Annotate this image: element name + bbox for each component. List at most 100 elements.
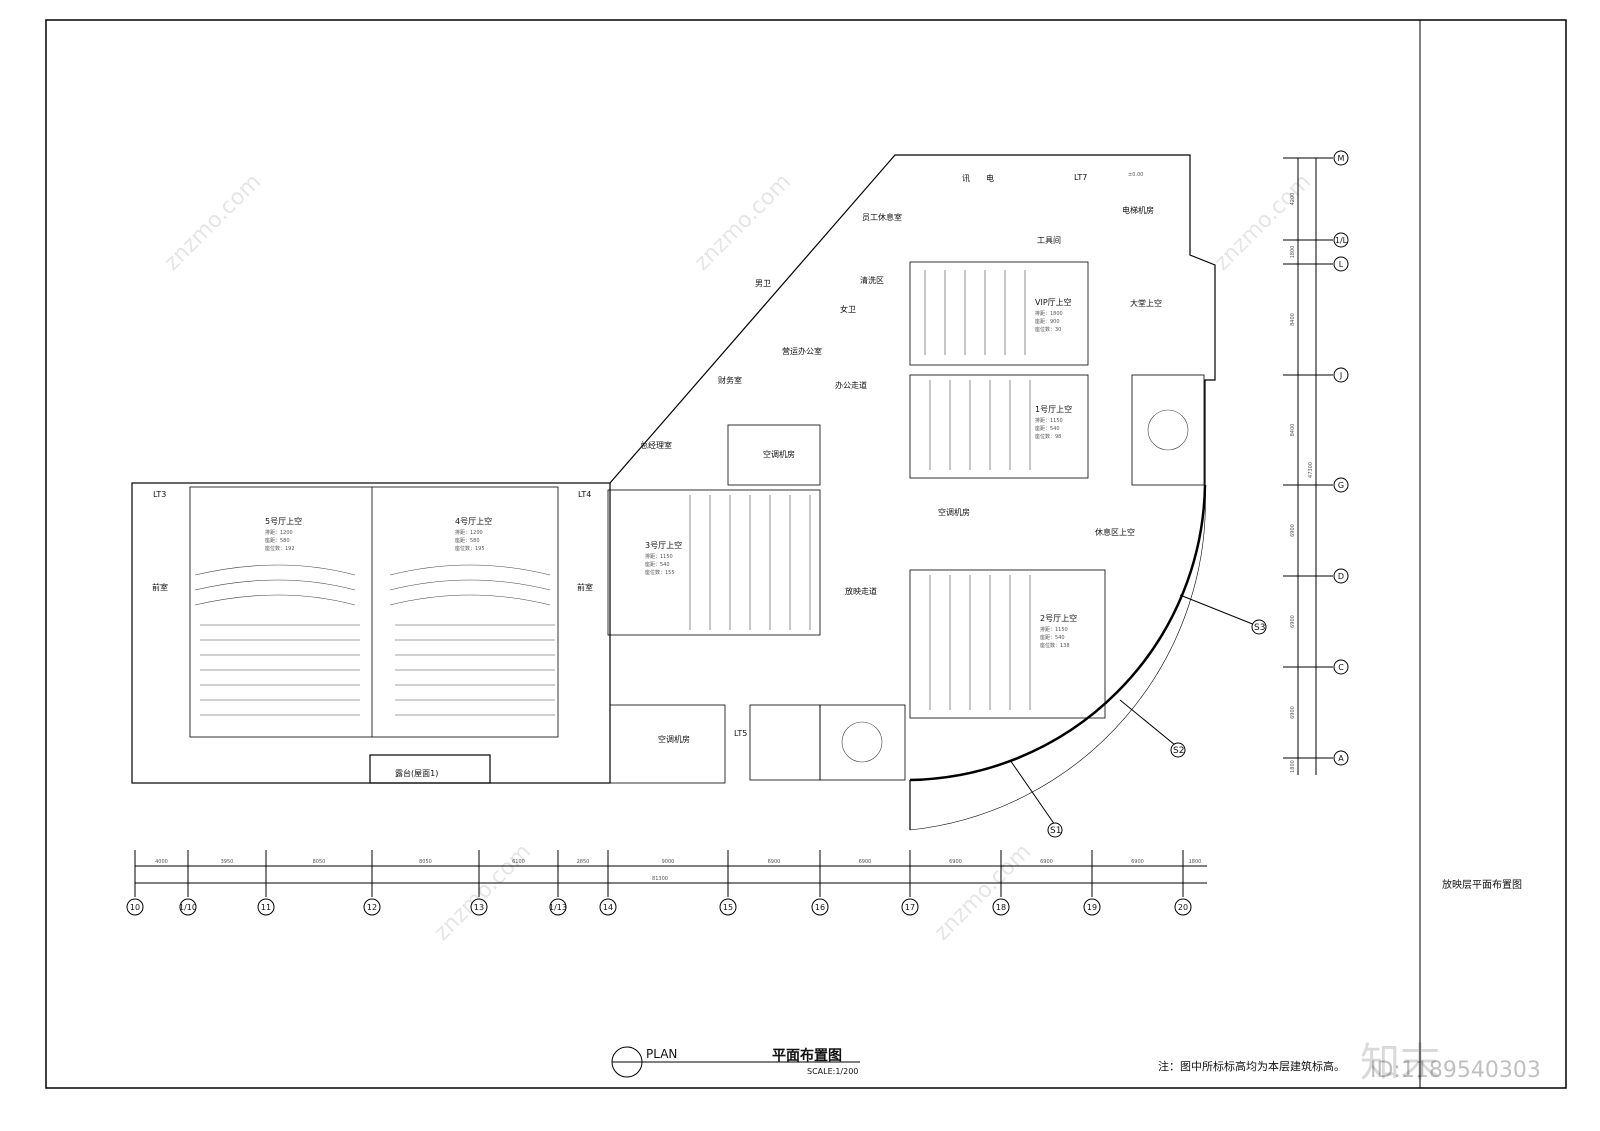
axis-label-12: 12 — [367, 903, 377, 912]
axis-bubble — [719, 898, 737, 916]
svg-text:座位数：195: 座位数：195 — [455, 545, 485, 552]
axis-label-13: 13 — [474, 903, 484, 912]
axis-label-D: D — [1338, 572, 1344, 581]
axis-label-L: L — [1339, 260, 1344, 269]
axis-label-J: J — [1339, 371, 1342, 380]
drawing-scale: SCALE:1/200 — [807, 1067, 858, 1076]
dimension-total: 81300 — [652, 876, 668, 882]
axis-bubble — [992, 898, 1010, 916]
label-lt7: LT7 — [1074, 173, 1087, 182]
room-office-corridor: 办公走道 — [835, 380, 867, 390]
sheet-title: 放映层平面布置图 — [1442, 878, 1522, 891]
dimension-value: 6900 — [1290, 706, 1296, 719]
dimension-value: 1800 — [1290, 246, 1296, 259]
dimension-value: 8400 — [1290, 424, 1296, 437]
axis-bubble-s1 — [1047, 822, 1063, 838]
watermark-id: ID:1189540303 — [1370, 1058, 1541, 1083]
dimension-value: 6100 — [512, 859, 525, 865]
axis-bubble — [901, 898, 919, 916]
room-staff: 员工休息室 — [862, 212, 902, 222]
dimension-value: 4000 — [155, 859, 168, 865]
room-hall2: 2号厅上空 — [1040, 613, 1077, 623]
room-hall3: 3号厅上空 — [645, 540, 682, 550]
dimension-lines — [135, 158, 1317, 884]
svg-text:座位数：155: 座位数：155 — [645, 569, 675, 576]
room-men: 男卫 — [755, 279, 771, 288]
svg-text:座距：540: 座距：540 — [1035, 425, 1060, 432]
axis-bubble-s3 — [1251, 619, 1267, 635]
svg-text:座位数：30: 座位数：30 — [1035, 326, 1061, 333]
seating-rows — [194, 270, 1189, 763]
room-projection-corridor: 放映走道 — [845, 586, 877, 596]
svg-text:排距：1150: 排距：1150 — [1035, 417, 1063, 424]
room-ante-1: 前室 — [152, 582, 168, 592]
sheet-border — [45, 19, 1567, 1089]
axis-label-14: 14 — [603, 903, 613, 912]
axis-bubble — [599, 898, 617, 916]
axis-bubble — [1333, 150, 1349, 166]
dimension-value: 2850 — [577, 859, 590, 865]
svg-text:座距：540: 座距：540 — [1040, 634, 1065, 641]
dimension-value: 8050 — [313, 859, 326, 865]
axis-s1: S1 — [1050, 826, 1061, 836]
dimension-value: 6900 — [1040, 859, 1053, 865]
level-mark: ±0.00 — [1128, 172, 1143, 178]
axis-label-18: 18 — [996, 903, 1006, 912]
svg-text:座距：580: 座距：580 — [455, 537, 480, 544]
svg-text:排距：1200: 排距：1200 — [455, 529, 483, 536]
dimension-value: 9000 — [662, 859, 675, 865]
room-lounge: 休息区上空 — [1095, 527, 1135, 537]
svg-text:座距：540: 座距：540 — [645, 561, 670, 568]
axis-label-G: G — [1338, 481, 1344, 490]
axis-bubble — [1083, 898, 1101, 916]
dimension-value: 1800 — [1189, 859, 1202, 865]
axis-bubble — [549, 898, 567, 916]
dimension-value: 6900 — [859, 859, 872, 865]
axis-bubble-s2 — [1170, 742, 1186, 758]
axis-label-M: M — [1338, 154, 1345, 163]
dimension-value: 6900 — [949, 859, 962, 865]
dimension-total: 47300 — [1308, 462, 1314, 478]
dimension-value: 4200 — [1290, 193, 1296, 206]
room-hall5: 5号厅上空 — [265, 516, 302, 526]
watermark-logo: 知末 — [1360, 1040, 1440, 1086]
axis-label-1-L: 1/L — [1335, 236, 1348, 245]
axis-bubble — [1333, 367, 1349, 383]
room-women: 女卫 — [840, 304, 856, 314]
room-labels: 5号厅上空 排距：1200 座距：580 座位数：192 4号厅上空 排距：12… — [152, 172, 1162, 778]
room-ac-1: 空调机房 — [763, 449, 795, 459]
axis-bubble — [811, 898, 829, 916]
label-xun: 讯 — [962, 174, 970, 183]
room-vip: VIP厅上空 — [1035, 297, 1072, 307]
room-ac-3: 空调机房 — [658, 734, 690, 744]
dimension-value: 1800 — [1290, 760, 1296, 773]
axis-bubble — [257, 898, 275, 916]
dimension-value: 6900 — [1290, 615, 1296, 628]
room-ac-2: 空调机房 — [938, 507, 970, 517]
dimension-value: 8400 — [1290, 313, 1296, 326]
axis-label-20: 20 — [1178, 903, 1188, 912]
drawing-title: 平面布置图 — [772, 1047, 842, 1064]
axis-label-1-13: 1/13 — [549, 903, 567, 912]
axis-label-15: 15 — [723, 903, 733, 912]
dimension-value: 6900 — [768, 859, 781, 865]
axis-label-17: 17 — [905, 903, 915, 912]
axis-label-11: 11 — [261, 903, 271, 912]
plan-label: PLAN — [646, 1047, 677, 1061]
room-tools: 工具间 — [1037, 236, 1061, 245]
svg-text:座位数：138: 座位数：138 — [1040, 642, 1070, 649]
svg-text:座距：580: 座距：580 — [265, 537, 290, 544]
dimension-value: 8050 — [419, 859, 432, 865]
axis-label-C: C — [1338, 663, 1344, 672]
svg-text:排距：1150: 排距：1150 — [1040, 626, 1068, 633]
axis-bubble — [1333, 568, 1349, 584]
room-hall4: 4号厅上空 — [455, 516, 492, 526]
axis-bubble — [470, 898, 488, 916]
room-lift-machine: 电梯机房 — [1122, 205, 1154, 215]
svg-text:排距：1150: 排距：1150 — [645, 553, 673, 560]
dimension-value: 3950 — [221, 859, 234, 865]
axis-bubble — [1333, 659, 1349, 675]
label-lt4: LT4 — [578, 490, 591, 499]
axis-label-1-10: 1/10 — [179, 903, 197, 912]
